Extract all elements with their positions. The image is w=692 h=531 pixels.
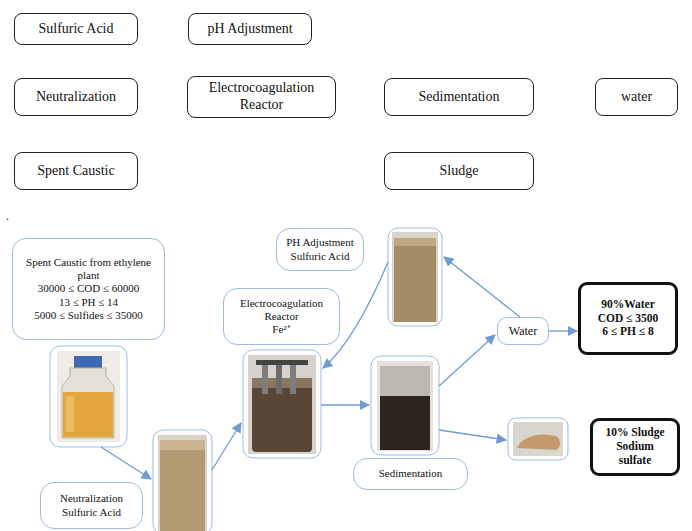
term-box: pH Adjustment — [188, 13, 312, 45]
process-box: Sedimentation — [353, 458, 468, 490]
flow-connector — [549, 330, 577, 331]
box-text: Sulfuric Acid — [291, 250, 350, 263]
box-text: Sodium sulfate — [599, 440, 671, 468]
box-text: 6 ≤ PH ≤ 8 — [602, 325, 654, 339]
input-box: Spent Caustic from ethylene plant30000 ≤… — [12, 238, 165, 340]
stream-box: Water — [497, 317, 549, 345]
box-text: Neutralization — [60, 492, 123, 505]
box-text: 13 ≤ PH ≤ 14 — [59, 296, 118, 309]
output-box: 10% SludgeSodium sulfate — [590, 418, 680, 476]
box-text: Spent Caustic from ethylene plant — [19, 256, 158, 282]
flow-arrow — [321, 404, 369, 405]
box-text: Sedimentation — [419, 89, 500, 106]
flow-arrow — [101, 447, 151, 479]
box-text: Sludge — [440, 163, 479, 180]
box-text: 5000 ≤ Sulfides ≤ 35000 — [34, 309, 143, 322]
output-box: 90%WaterCOD ≤ 35006 ≤ PH ≤ 8 — [578, 282, 678, 355]
box-text: Sulfuric Acid — [38, 21, 113, 38]
box-text: Fe²⁺ — [272, 323, 290, 336]
neutralization-jar-photo — [153, 430, 212, 531]
term-box: Sedimentation — [384, 78, 534, 116]
term-box: Electrocoagulation Reactor — [187, 76, 336, 118]
process-box: NeutralizationSulfuric Acid — [40, 482, 143, 529]
flow-arrow — [444, 257, 520, 317]
box-text: COD ≤ 3500 — [598, 312, 659, 326]
connectors — [549, 331, 577, 332]
process-box: PH AdjustmentSulfuric Acid — [276, 228, 364, 271]
box-text: water — [621, 89, 652, 106]
box-text: 90%Water — [601, 298, 655, 312]
term-box: Sludge — [384, 152, 534, 190]
sedimentation-jar-photo — [371, 356, 439, 455]
ph-jar-photo — [388, 228, 442, 326]
term-box: water — [595, 78, 678, 116]
box-text: PH Adjustment — [286, 236, 354, 249]
box-text: Electrocoagulation Reactor — [194, 80, 329, 114]
term-box: Sulfuric Acid — [14, 13, 138, 45]
note-label: . — [6, 210, 9, 222]
box-text: pH Adjustment — [207, 21, 292, 38]
box-text: Sedimentation — [379, 467, 443, 480]
box-text: Sulfuric Acid — [62, 506, 121, 519]
term-box: Neutralization — [14, 78, 138, 116]
box-text: Water — [509, 324, 537, 338]
box-text: 30000 ≤ COD ≤ 60000 — [38, 282, 139, 295]
flow-arrow — [439, 335, 495, 386]
box-text: 10% Sludge — [605, 426, 664, 440]
reactor-photo — [243, 350, 321, 458]
box-text: Neutralization — [36, 89, 116, 106]
bottle-photo — [50, 346, 127, 447]
flow-arrow — [212, 423, 241, 470]
flow-arrow — [439, 430, 506, 440]
process-box: Electrocoagulation ReactorFe²⁺ — [223, 288, 340, 345]
sludge-photo — [508, 418, 568, 460]
box-text: Spent Caustic — [37, 163, 114, 180]
box-text: Electrocoagulation Reactor — [230, 297, 333, 323]
term-box: Spent Caustic — [14, 152, 138, 190]
